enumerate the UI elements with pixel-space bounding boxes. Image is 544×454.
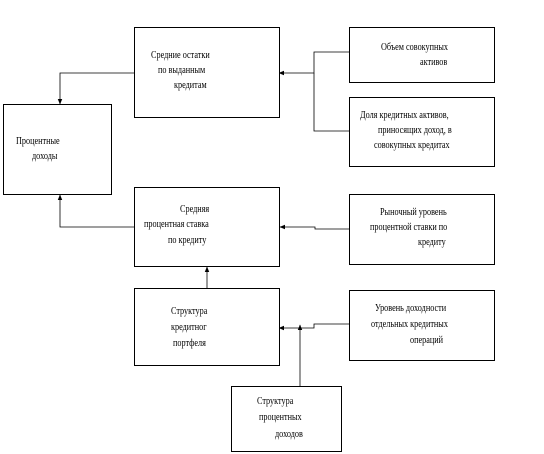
connector-balances-to-income (57, 72, 134, 105)
node-avg-balances-line-3: кредитам (174, 80, 207, 91)
node-avg-balances-line-2: по выданным (158, 65, 206, 76)
node-interest-income: Процентные доходы (3, 104, 112, 195)
node-income-structure: Структура процентных доходов (231, 386, 342, 452)
node-credit-share-line-3: совокупных кредитах (374, 140, 450, 151)
connector-assets-to-balances (278, 51, 349, 76)
node-op-yield: Уровень доходности отдельных кредитных о… (349, 290, 495, 361)
node-income-structure-line-1: Структура (257, 396, 294, 407)
node-portfolio-structure-line-2: кредитног (171, 322, 207, 333)
node-interest-income-line-2: доходы (32, 151, 58, 162)
node-op-yield-line-2: отдельных кредитных (371, 319, 448, 330)
node-portfolio-structure-line-1: Структура (171, 306, 208, 317)
node-market-rate-line-1: Рыночный уровень (380, 207, 447, 218)
node-income-structure-line-3: доходов (275, 429, 303, 440)
node-avg-balances-line-1: Средние остатки (151, 50, 210, 61)
node-portfolio-structure: Структура кредитног портфеля (134, 288, 280, 366)
node-interest-income-line-1: Процентные (16, 136, 60, 147)
node-op-yield-line-3: операций (410, 335, 444, 346)
node-total-assets-line-1: Объем совокупных (381, 42, 449, 53)
node-credit-share-line-1: Доля кредитных активов, (360, 110, 449, 121)
node-income-structure-line-2: процентных (259, 412, 302, 423)
node-total-assets-line-2: активов (420, 57, 448, 68)
node-avg-rate-line-2: процентная ставка (144, 219, 209, 230)
node-avg-rate-line-3: по кредиту (168, 235, 207, 246)
node-market-rate-line-3: кредиту (418, 237, 446, 248)
connector-rate-to-income (57, 194, 134, 228)
node-avg-rate: Средняя процентная ставка по кредиту (134, 187, 280, 267)
node-avg-rate-line-1: Средняя (180, 204, 210, 215)
node-avg-balances: Средние остатки по выданным кредитам (134, 27, 280, 118)
node-market-rate: Рыночный уровень процентной ставки по кр… (349, 194, 495, 265)
node-credit-share-line-2: приносящих доход, в (378, 125, 452, 136)
connector-market-to-rate (279, 224, 349, 230)
node-credit-share: Доля кредитных активов, приносящих доход… (349, 97, 495, 167)
node-total-assets: Объем совокупных активов (349, 27, 495, 83)
connector-yield-to-portfolio (278, 323, 349, 331)
connector-share-to-balances (313, 73, 349, 132)
node-portfolio-structure-line-3: портфеля (173, 338, 206, 349)
node-op-yield-line-1: Уровень доходности (375, 303, 447, 314)
node-market-rate-line-2: процентной ставки по (370, 222, 448, 233)
